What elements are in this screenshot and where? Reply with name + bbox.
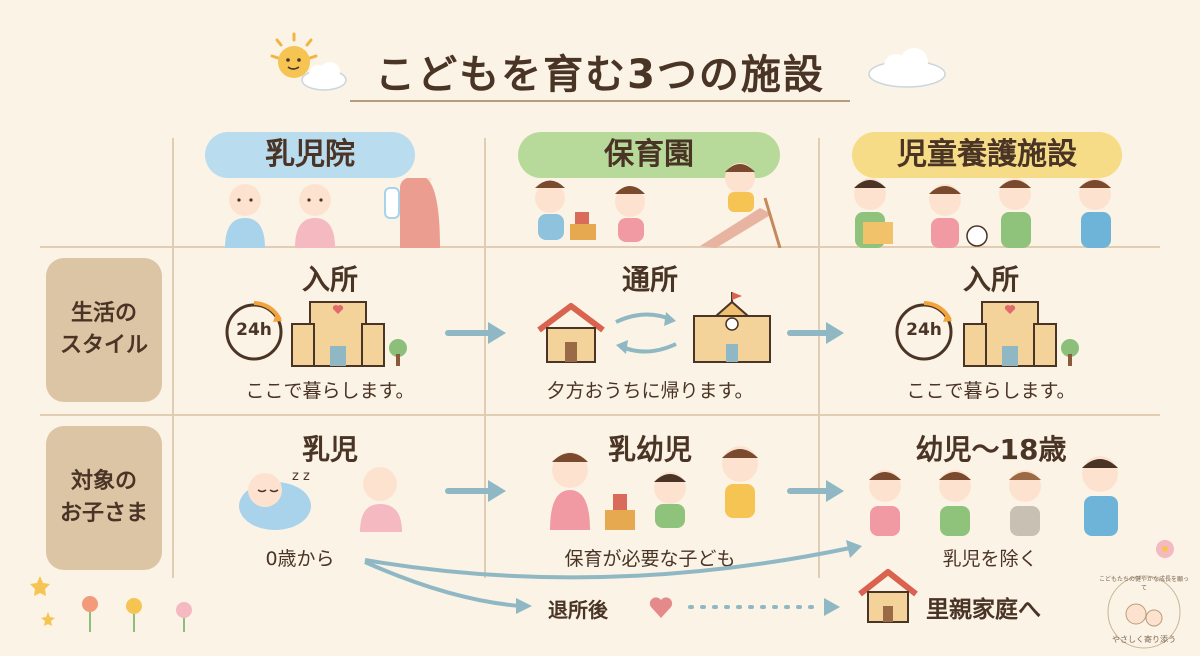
flow-curve-long — [364, 546, 851, 580]
babies-illustration — [225, 178, 440, 248]
grid-line — [818, 138, 820, 578]
clock-24h-icon: 24h — [892, 300, 956, 364]
clock-label: 24h — [906, 320, 942, 340]
arrow-head — [826, 480, 844, 502]
sun-icon — [270, 32, 347, 91]
target-caption-jidouyougo: 乳児を除く — [942, 548, 1038, 570]
svg-text:z z: z z — [292, 469, 310, 484]
row-label-line: スタイル — [59, 333, 148, 358]
grid-line — [40, 246, 1160, 248]
flow-curve-short — [364, 560, 521, 608]
house-icon — [537, 303, 605, 363]
target-heading-nyujiin: 乳児 — [301, 433, 358, 466]
flower-icon — [1156, 540, 1174, 558]
facility-building-icon — [291, 301, 407, 367]
lifestyle-caption-nyujiin: ここで暮らします。 — [245, 380, 415, 402]
grid-line — [484, 138, 486, 578]
page-title: こどもを育む3つの施設 — [375, 52, 825, 98]
facility-building-icon — [963, 301, 1079, 367]
arrow-head — [824, 598, 840, 616]
grid-line — [40, 414, 1160, 416]
toddlers-playing-illustration — [535, 163, 782, 248]
commute-arrows-icon — [615, 312, 677, 354]
arrow-head — [488, 480, 506, 502]
target-caption-hoikuen: 保育が必要な子ども — [564, 548, 736, 570]
lifestyle-heading-jidouyougo: 入所 — [962, 263, 1019, 296]
toddlers-illustration — [550, 446, 758, 530]
column-header-jidouyougo: 児童養護施設 — [852, 132, 1122, 178]
target-heading-hoikuen: 乳幼児 — [607, 433, 692, 466]
row-label-target: 対象の お子さま — [46, 426, 162, 570]
target-caption-nyujiin: 0歳から — [265, 548, 335, 570]
children-group-illustration — [869, 456, 1118, 536]
cloud-icon — [868, 48, 946, 88]
arrow-head — [488, 322, 506, 344]
foster-family-label: 里親家庭へ — [926, 597, 1041, 623]
grid-line — [172, 138, 174, 578]
stamp-text-bottom: やさしく寄り添う — [1112, 635, 1176, 644]
brand-stamp: こどもたちの健やかな成長を願って やさしく寄り添う — [1098, 568, 1190, 652]
clock-label: 24h — [236, 320, 272, 340]
lifestyle-heading-nyujiin: 入所 — [301, 263, 358, 296]
heart-icon — [649, 597, 673, 618]
row-label-lifestyle: 生活の スタイル — [46, 258, 162, 402]
school-building-icon — [693, 292, 771, 363]
arrow-head — [826, 322, 844, 344]
sleeping-baby-illustration: z z — [239, 467, 402, 532]
flowers-decoration — [30, 576, 192, 632]
foster-house-icon — [858, 569, 918, 623]
column-header-nyujiin: 乳児院 — [205, 132, 415, 178]
row-label-line: お子さま — [59, 501, 148, 526]
row-label-line: 生活の — [70, 301, 137, 326]
arrow-head — [516, 598, 532, 614]
lifestyle-caption-hoikuen: 夕方おうちに帰ります。 — [546, 380, 754, 402]
target-heading-jidouyougo: 幼児〜18歳 — [915, 433, 1067, 466]
arrow-head — [846, 540, 862, 558]
stamp-text-top: こどもたちの健やかな成長を願って — [1098, 576, 1189, 592]
title-underline — [350, 100, 850, 102]
lifestyle-heading-hoikuen: 通所 — [621, 263, 678, 296]
clock-24h-icon: 24h — [222, 300, 286, 364]
lifestyle-caption-jidouyougo: ここで暮らします。 — [906, 380, 1076, 402]
after-leaving-label: 退所後 — [548, 598, 608, 622]
row-label-line: 対象の — [70, 469, 137, 494]
children-illustration — [854, 178, 1111, 248]
